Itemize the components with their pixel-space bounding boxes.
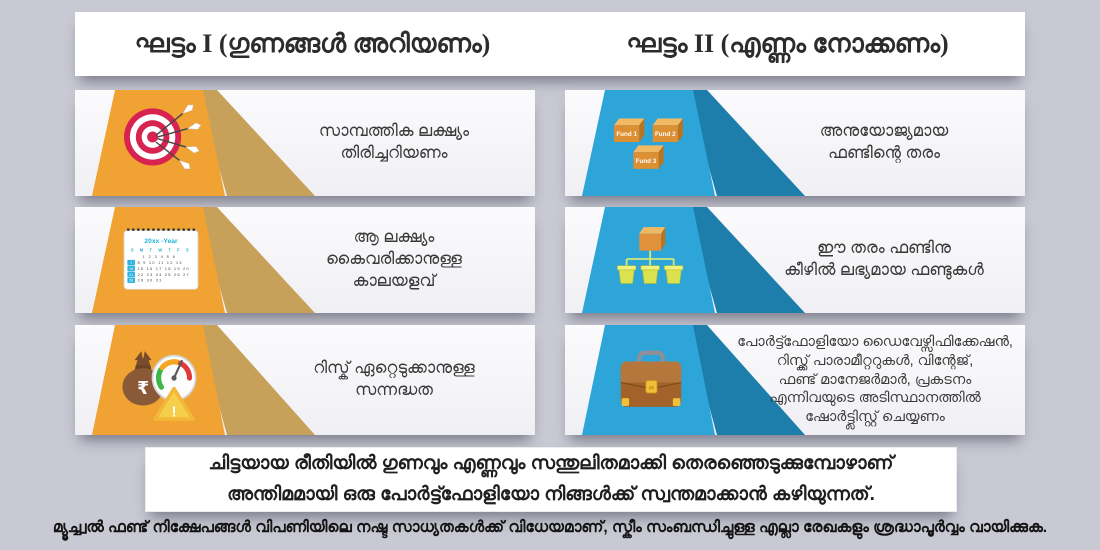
banner-time-horizon: 20xx -Year S M T W T F S 1 2 3 4 5 6 8 9… [75, 207, 535, 313]
calendar-icon: 20xx -Year S M T W T F S 1 2 3 4 5 6 8 9… [92, 207, 315, 313]
svg-text:28: 28 [129, 279, 133, 283]
banner-time-horizon-label: ആ ലക്ഷ്യം കൈവരിക്കാനുള്ള കാലയളവ് [326, 228, 462, 290]
svg-text:29 30 31: 29 30 31 [137, 278, 162, 283]
svg-text:15 16 17 18 19 20: 15 16 17 18 19 20 [137, 266, 189, 271]
risk-meter-icon: ₹ ! [92, 325, 315, 435]
fund3-label: Fund 3 [636, 158, 657, 165]
banner-available-funds-label: ഈ തരം ഫണ്ടിനു കീഴിൽ ലഭ്യമായ ഫണ്ടുകൾ [784, 239, 984, 279]
calendar-year-label: 20xx -Year [144, 238, 178, 245]
banner-financial-goal: സാമ്പത്തിക ലക്ഷ്യം തിരിച്ചറിയണം [75, 90, 535, 196]
rupee-symbol: ₹ [137, 378, 149, 398]
svg-text:14: 14 [129, 267, 133, 271]
svg-text:1 2 3 4 5 6: 1 2 3 4 5 6 [143, 254, 177, 259]
phase2-title: ഘട്ടം II (എണ്ണം നോക്കണം) [626, 28, 949, 58]
svg-text:22 23 24 25 26 27: 22 23 24 25 26 27 [137, 272, 189, 277]
banner-shortlist-criteria-label: പോർട്ട്ഫോളിയോ ഡൈവേഴ്സിഫിക്കേഷൻ, റിസ്ക്ക്… [737, 333, 1013, 426]
summary-card: ചിട്ടയായ രീതിയിൽ ഗുണവും എണ്ണവും സന്തുലിത… [145, 447, 957, 512]
svg-text:21: 21 [129, 273, 133, 277]
banner-risk-appetite-label: റിസ്ക് ഏറ്റെടുക്കാനുള്ള സന്നദ്ധത [313, 359, 475, 399]
fund2-label: Fund 2 [655, 131, 676, 138]
disclaimer-text: മ്യൂച്ച്വൽ ഫണ്ട് നിക്ഷേപങ്ങൾ വിപണിയിലെ ന… [52, 519, 1048, 536]
header-card: ഘട്ടം I (ഗുണങ്ങൾ അറിയണം) ഘട്ടം II (എണ്ണം… [75, 12, 1025, 76]
banner-fund-type-label: അനുയോജ്യമായ ഫണ്ടിന്റെ തരം [819, 122, 949, 162]
svg-text:8 9 10 11 12 13: 8 9 10 11 12 13 [137, 260, 182, 265]
banner-available-funds: ഈ തരം ഫണ്ടിനു കീഴിൽ ലഭ്യമായ ഫണ്ടുകൾ [565, 207, 1025, 313]
banner-shortlist-criteria: പോർട്ട്ഫോളിയോ ഡൈവേഴ്സിഫിക്കേഷൻ, റിസ്ക്ക്… [565, 325, 1025, 435]
target-icon [92, 90, 315, 196]
portfolio-briefcase-icon [582, 325, 805, 435]
calendar-days-row: S M T W T F S [131, 247, 191, 252]
banner-financial-goal-label: സാമ്പത്തിക ലക്ഷ്യം തിരിച്ചറിയണം [318, 122, 470, 162]
fund-hierarchy-icon [582, 207, 805, 313]
banner-fund-type: Fund 1 Fund 2 Fund 3 അനുയോജ്യമായ ഫണ്ടിന്… [565, 90, 1025, 196]
fund1-label: Fund 1 [616, 131, 637, 138]
warning-exclamation: ! [172, 404, 177, 420]
banner-risk-appetite: ₹ ! റിസ്ക് ഏറ്റെടുക്കാനുള്ള സന്നദ്ധത [75, 325, 535, 435]
fund-boxes-icon: Fund 1 Fund 2 Fund 3 [582, 90, 805, 196]
svg-text:7: 7 [130, 261, 132, 265]
phase1-title: ഘട്ടം I (ഗുണങ്ങൾ അറിയണം) [134, 28, 491, 58]
